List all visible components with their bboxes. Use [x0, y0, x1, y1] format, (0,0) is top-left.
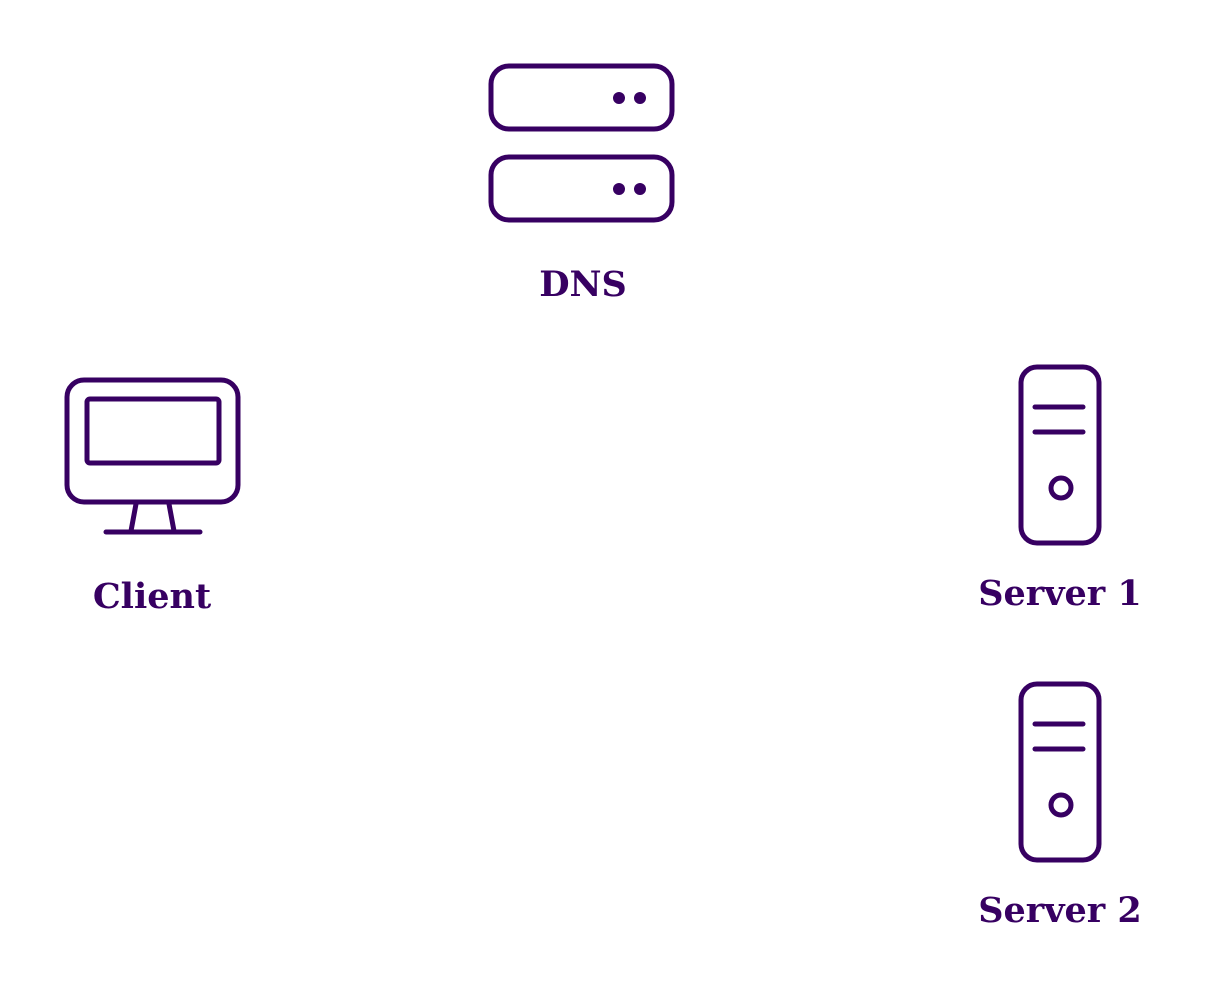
server-2-node: Server 2 — [978, 681, 1142, 931]
client-label: Client — [92, 576, 212, 617]
server-1-node: Server 1 — [978, 364, 1142, 614]
server-tower-icon — [1018, 681, 1102, 863]
dns-server-icon — [488, 63, 675, 223]
dns-label: DNS — [539, 264, 627, 305]
dns-node: DNS — [488, 63, 678, 302]
client-node: Client — [62, 375, 242, 614]
server-tower-icon — [1018, 364, 1102, 546]
monitor-icon — [64, 377, 241, 535]
server-2-label: Server 2 — [978, 890, 1142, 931]
server-1-label: Server 1 — [978, 573, 1142, 614]
